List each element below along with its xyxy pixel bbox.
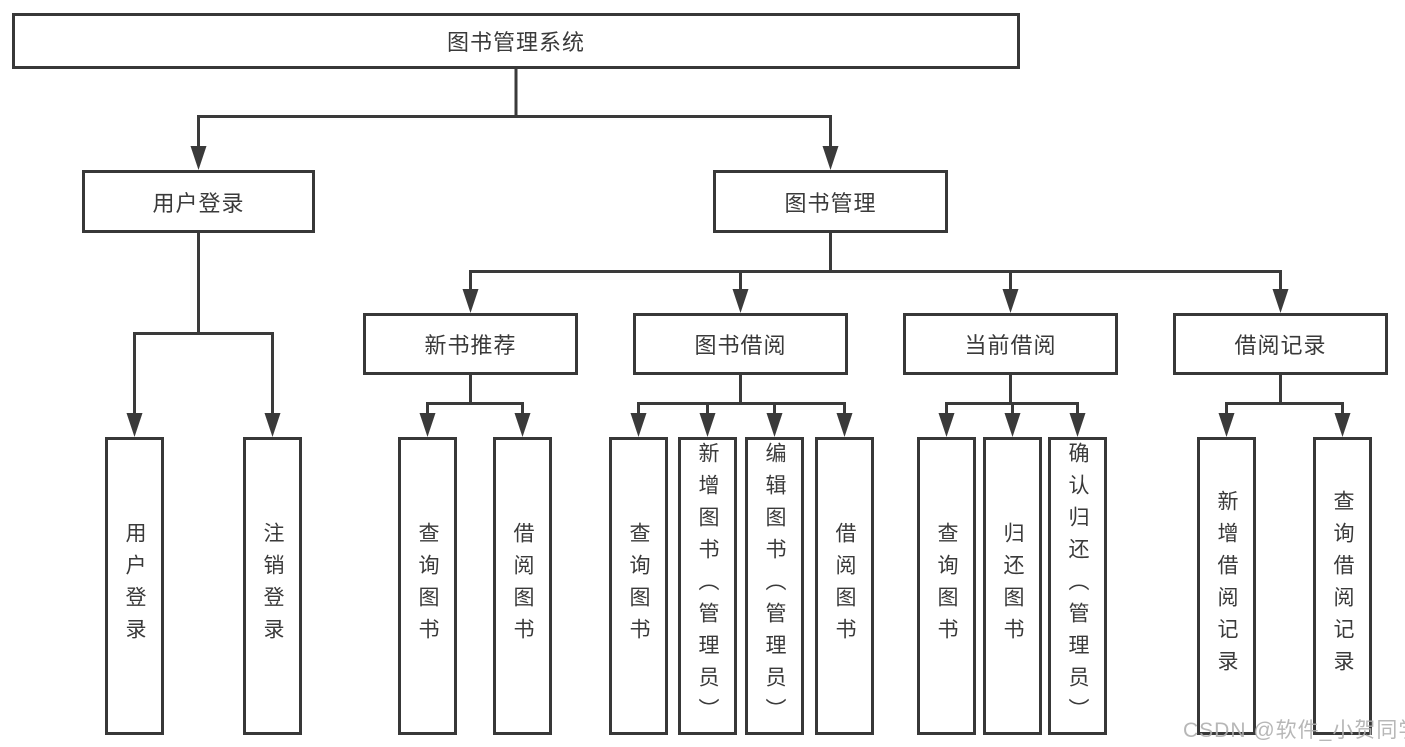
node-borrow-records: 借阅记录 [1173, 313, 1388, 375]
node-query-books-recommend-label: 查询图书 [416, 522, 439, 650]
node-return-book-label: 归还图书 [1001, 522, 1024, 650]
node-borrow-books-label: 借阅图书 [833, 522, 856, 650]
edge-recommend-to-children [419, 375, 531, 437]
node-query-books-borrow: 查询图书 [609, 437, 668, 735]
node-leaf-logout: 注销登录 [243, 437, 302, 735]
node-confirm-return-admin-label: 确认归还（管理员） [1066, 442, 1089, 730]
node-query-borrow-record-label: 查询借阅记录 [1331, 490, 1354, 682]
node-library-management-system: 图书管理系统 [12, 13, 1020, 69]
node-add-borrow-record: 新增借阅记录 [1197, 437, 1256, 735]
node-query-books-current: 查询图书 [917, 437, 976, 735]
node-book-borrowing: 图书借阅 [633, 313, 848, 375]
node-query-books-recommend: 查询图书 [398, 437, 457, 735]
node-user-login: 用户登录 [82, 170, 315, 233]
node-leaf-user-login-label: 用户登录 [123, 522, 146, 650]
edge-user-login-to-children [126, 233, 281, 437]
node-book-management: 图书管理 [713, 170, 948, 233]
node-leaf-logout-label: 注销登录 [261, 522, 284, 650]
edge-root-to-level2 [190, 68, 839, 170]
node-return-book: 归还图书 [983, 437, 1042, 735]
node-borrow-books-recommend: 借阅图书 [493, 437, 552, 735]
node-add-borrow-record-label: 新增借阅记录 [1215, 490, 1238, 682]
node-current-borrowing: 当前借阅 [903, 313, 1118, 375]
node-borrow-books-recommend-label: 借阅图书 [511, 522, 534, 650]
node-query-borrow-record: 查询借阅记录 [1313, 437, 1372, 735]
edge-records-to-children [1218, 375, 1351, 437]
node-add-book-admin-label: 新增图书（管理员） [696, 442, 719, 730]
node-add-book-admin: 新增图书（管理员） [678, 437, 737, 735]
node-query-books-current-label: 查询图书 [935, 522, 958, 650]
node-edit-book-admin-label: 编辑图书（管理员） [763, 442, 786, 730]
node-edit-book-admin: 编辑图书（管理员） [745, 437, 804, 735]
node-new-book-recommend: 新书推荐 [363, 313, 578, 375]
watermark-text: CSDN @软件_小贺同学 [1183, 719, 1405, 742]
edge-book-mgmt-to-level3 [462, 233, 1289, 313]
node-borrow-books: 借阅图书 [815, 437, 874, 735]
node-leaf-user-login: 用户登录 [105, 437, 164, 735]
node-query-books-borrow-label: 查询图书 [627, 522, 650, 650]
edge-current-to-children [938, 375, 1086, 437]
node-confirm-return-admin: 确认归还（管理员） [1048, 437, 1107, 735]
edge-borrow-to-children [630, 375, 853, 437]
